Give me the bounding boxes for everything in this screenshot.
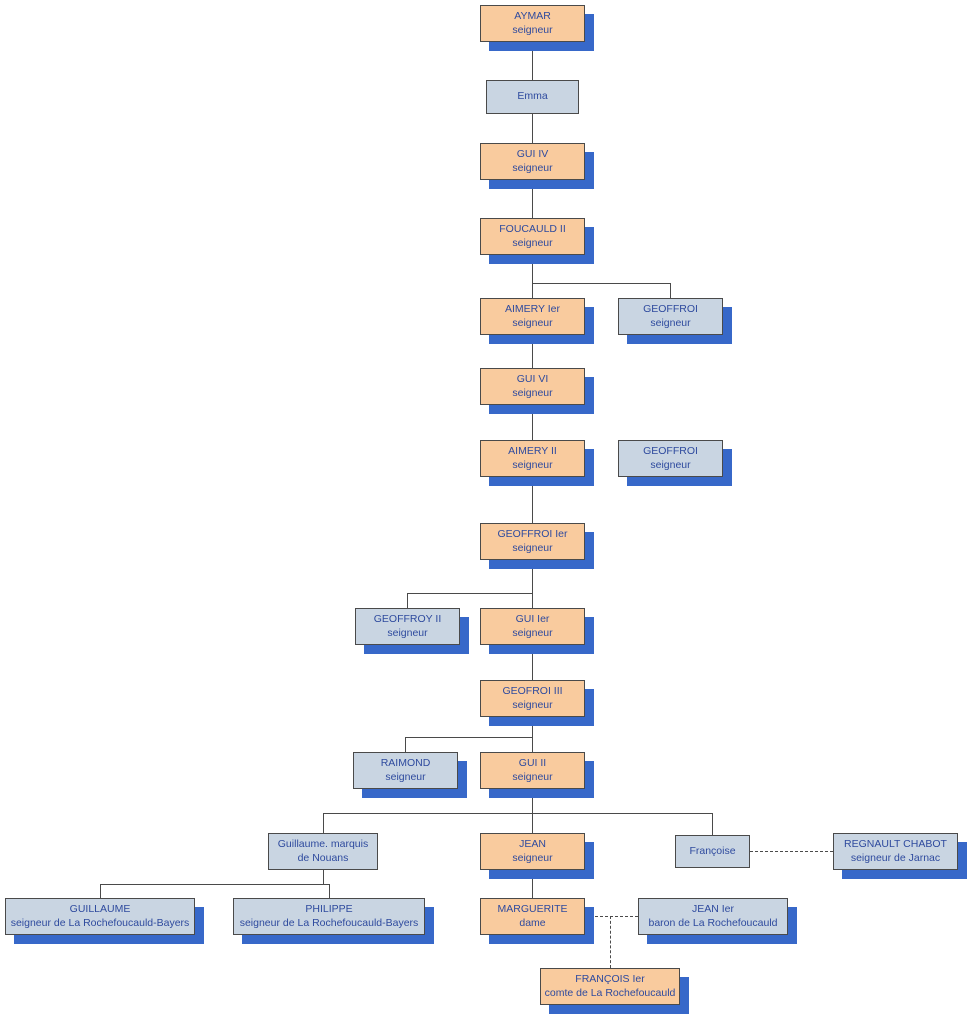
node-title: GEOFROI III <box>502 684 563 697</box>
descent-connector-line <box>100 884 101 898</box>
descent-connector-line <box>532 717 533 752</box>
node-francoise: Françoise <box>675 835 750 868</box>
node-title: REGNAULT CHABOT <box>844 837 947 850</box>
descent-connector-line <box>407 593 408 608</box>
node-subtitle: seigneur <box>512 161 553 174</box>
node-subtitle: seigneur <box>512 23 553 36</box>
node-subtitle: de Nouans <box>297 851 349 864</box>
node-title: FOUCAULD II <box>499 222 566 235</box>
node-subtitle: seigneur <box>512 626 553 639</box>
node-title: RAIMOND <box>380 756 431 769</box>
node-subtitle: seigneur <box>385 770 426 783</box>
descent-connector-line <box>532 283 670 284</box>
marriage-connector-line <box>585 916 638 917</box>
descent-connector-line <box>532 114 533 143</box>
descent-connector-line <box>100 884 329 885</box>
descent-connector-line <box>532 789 533 833</box>
node-subtitle: comte de La Rochefoucauld <box>544 986 676 999</box>
marriage-connector-line <box>750 851 833 852</box>
node-subtitle: seigneur <box>650 458 691 471</box>
node-title: AYMAR <box>514 9 551 22</box>
node-subtitle: seigneur <box>387 626 428 639</box>
marriage-connector-line <box>610 916 611 968</box>
node-title: JEAN <box>519 837 546 850</box>
node-title: AIMERY II <box>508 444 557 457</box>
node-subtitle: dame <box>519 916 546 929</box>
node-subtitle: seigneur de La Rochefoucauld-Bayers <box>10 916 190 929</box>
node-subtitle: seigneur <box>512 541 553 554</box>
node-subtitle: seigneur <box>512 236 553 249</box>
descent-connector-line <box>405 737 532 738</box>
node-title: GUILLAUME <box>69 902 131 915</box>
node-title: PHILIPPE <box>305 902 353 915</box>
node-title: GEOFFROI Ier <box>497 527 568 540</box>
descent-connector-line <box>532 477 533 523</box>
descent-connector-line <box>532 180 533 218</box>
node-title: GUI VI <box>516 372 549 385</box>
node-subtitle: seigneur de La Rochefoucauld-Bayers <box>239 916 419 929</box>
node-title: GEOFFROY II <box>373 612 442 625</box>
node-subtitle: seigneur <box>512 698 553 711</box>
node-subtitle: seigneur <box>512 770 553 783</box>
descent-connector-line <box>323 870 324 884</box>
node-title: MARGUERITE <box>497 902 568 915</box>
node-subtitle: baron de La Rochefoucauld <box>648 916 778 929</box>
descent-connector-line <box>712 813 713 835</box>
descent-connector-line <box>323 813 712 814</box>
node-title: GUI II <box>518 756 547 769</box>
descent-connector-line <box>532 255 533 298</box>
node-subtitle: seigneur <box>512 386 553 399</box>
node-subtitle: seigneur de Jarnac <box>850 851 941 864</box>
node-title: GEOFFROI <box>643 444 698 457</box>
descent-connector-line <box>405 737 406 752</box>
descent-connector-line <box>532 405 533 440</box>
node-emma: Emma <box>486 80 579 114</box>
descent-connector-line <box>323 813 324 833</box>
descent-connector-line <box>532 42 533 80</box>
node-title: Emma <box>517 90 548 103</box>
descent-connector-line <box>407 593 532 594</box>
node-title: Françoise <box>689 844 736 857</box>
node-title: GEOFFROI <box>643 302 698 315</box>
node-title: AIMERY Ier <box>504 302 561 315</box>
node-subtitle: seigneur <box>512 851 553 864</box>
node-title: Guillaume. marquis <box>277 837 369 850</box>
descent-connector-line <box>532 335 533 368</box>
node-subtitle: seigneur <box>512 458 553 471</box>
descent-connector-line <box>532 870 533 898</box>
node-title: GUI IV <box>516 147 549 160</box>
descent-connector-line <box>532 645 533 680</box>
node-title: JEAN Ier <box>691 902 734 915</box>
node-subtitle: seigneur <box>650 316 691 329</box>
descent-connector-line <box>670 283 671 298</box>
node-title: FRANÇOIS Ier <box>575 972 645 985</box>
descent-connector-line <box>532 560 533 608</box>
descent-connector-line <box>329 884 330 898</box>
node-title: GUI Ier <box>515 612 550 625</box>
node-subtitle: seigneur <box>512 316 553 329</box>
